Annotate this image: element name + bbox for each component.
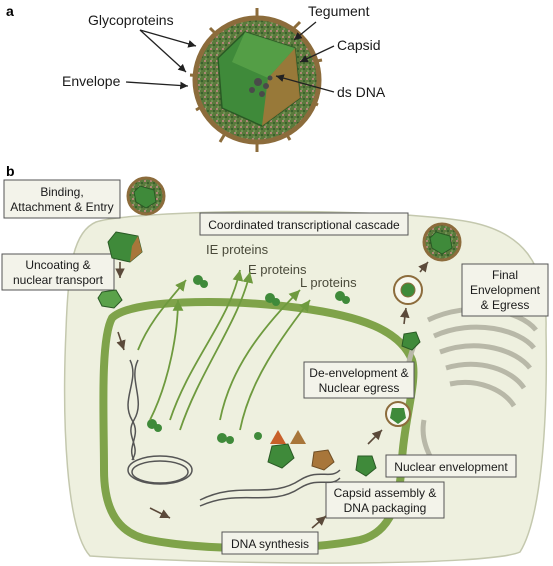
- stage-nuclear-envelopment: Nuclear envelopment: [385, 454, 517, 478]
- stage-capsid-assembly: Capsid assembly & DNA packaging: [325, 481, 445, 519]
- deenvelopment-line-1: De-envelopment &: [309, 366, 408, 380]
- transcription-arrows: [137, 269, 311, 431]
- capsid-assembly-line-1: Capsid assembly &: [334, 486, 437, 500]
- final-line-2: Envelopment: [470, 283, 541, 297]
- capsid-label: Capsid: [337, 37, 381, 53]
- capsid-at-nucleus: [97, 289, 123, 309]
- ds-dna-label: ds DNA: [337, 84, 386, 100]
- e-proteins-label: E proteins: [248, 262, 307, 277]
- envelope-label: Envelope: [62, 73, 121, 89]
- stage-cascade: Coordinated transcriptional cascade: [199, 212, 409, 236]
- protein-clusters: [147, 275, 350, 444]
- nucleocapsids-assembled: [267, 430, 377, 477]
- stage-deenvelopment: De-envelopment & Nuclear egress: [303, 361, 415, 399]
- stage-binding: Binding, Attachment & Entry: [3, 179, 121, 219]
- virion-entering: [126, 176, 166, 216]
- virion-exiting: [422, 222, 462, 262]
- capsid-nuclear-egress: [401, 331, 421, 351]
- glycoproteins-label: Glycoproteins: [88, 12, 174, 28]
- capsid-in-perinuclear: [385, 401, 411, 427]
- deenvelopment-line-2: Nuclear egress: [319, 381, 400, 395]
- virion-illustration: [189, 8, 323, 152]
- viral-dna: [127, 359, 341, 507]
- ie-proteins-label: IE proteins: [206, 242, 269, 257]
- panel-a-label: a: [6, 3, 14, 19]
- tegument-label: Tegument: [308, 3, 370, 19]
- final-line-3: & Egress: [481, 298, 530, 312]
- uncoating-line-2: nuclear transport: [13, 273, 104, 287]
- l-proteins-label: L proteins: [300, 275, 357, 290]
- ds-dna-core: [249, 75, 273, 97]
- capsid-assembly-line-2: DNA packaging: [344, 501, 427, 515]
- virion-in-cytoplasm: [107, 231, 143, 263]
- dna-synthesis-label: DNA synthesis: [231, 537, 309, 551]
- stage-final: Final Envelopment & Egress: [461, 263, 549, 317]
- uncoating-line-1: Uncoating &: [25, 258, 90, 272]
- final-line-1: Final: [492, 268, 518, 282]
- virion-leader-lines: [125, 21, 335, 93]
- binding-line-2: Attachment & Entry: [10, 200, 113, 214]
- stage-uncoating: Uncoating & nuclear transport: [1, 253, 115, 291]
- cascade-label: Coordinated transcriptional cascade: [208, 218, 400, 232]
- binding-line-1: Binding,: [40, 185, 83, 199]
- panel-b-label: b: [6, 163, 15, 179]
- nuclear-envelopment-label: Nuclear envelopment: [394, 460, 508, 474]
- stage-dna-synthesis: DNA synthesis: [221, 531, 319, 555]
- enveloped-vesicle: [393, 275, 423, 305]
- process-arrows: [115, 261, 429, 529]
